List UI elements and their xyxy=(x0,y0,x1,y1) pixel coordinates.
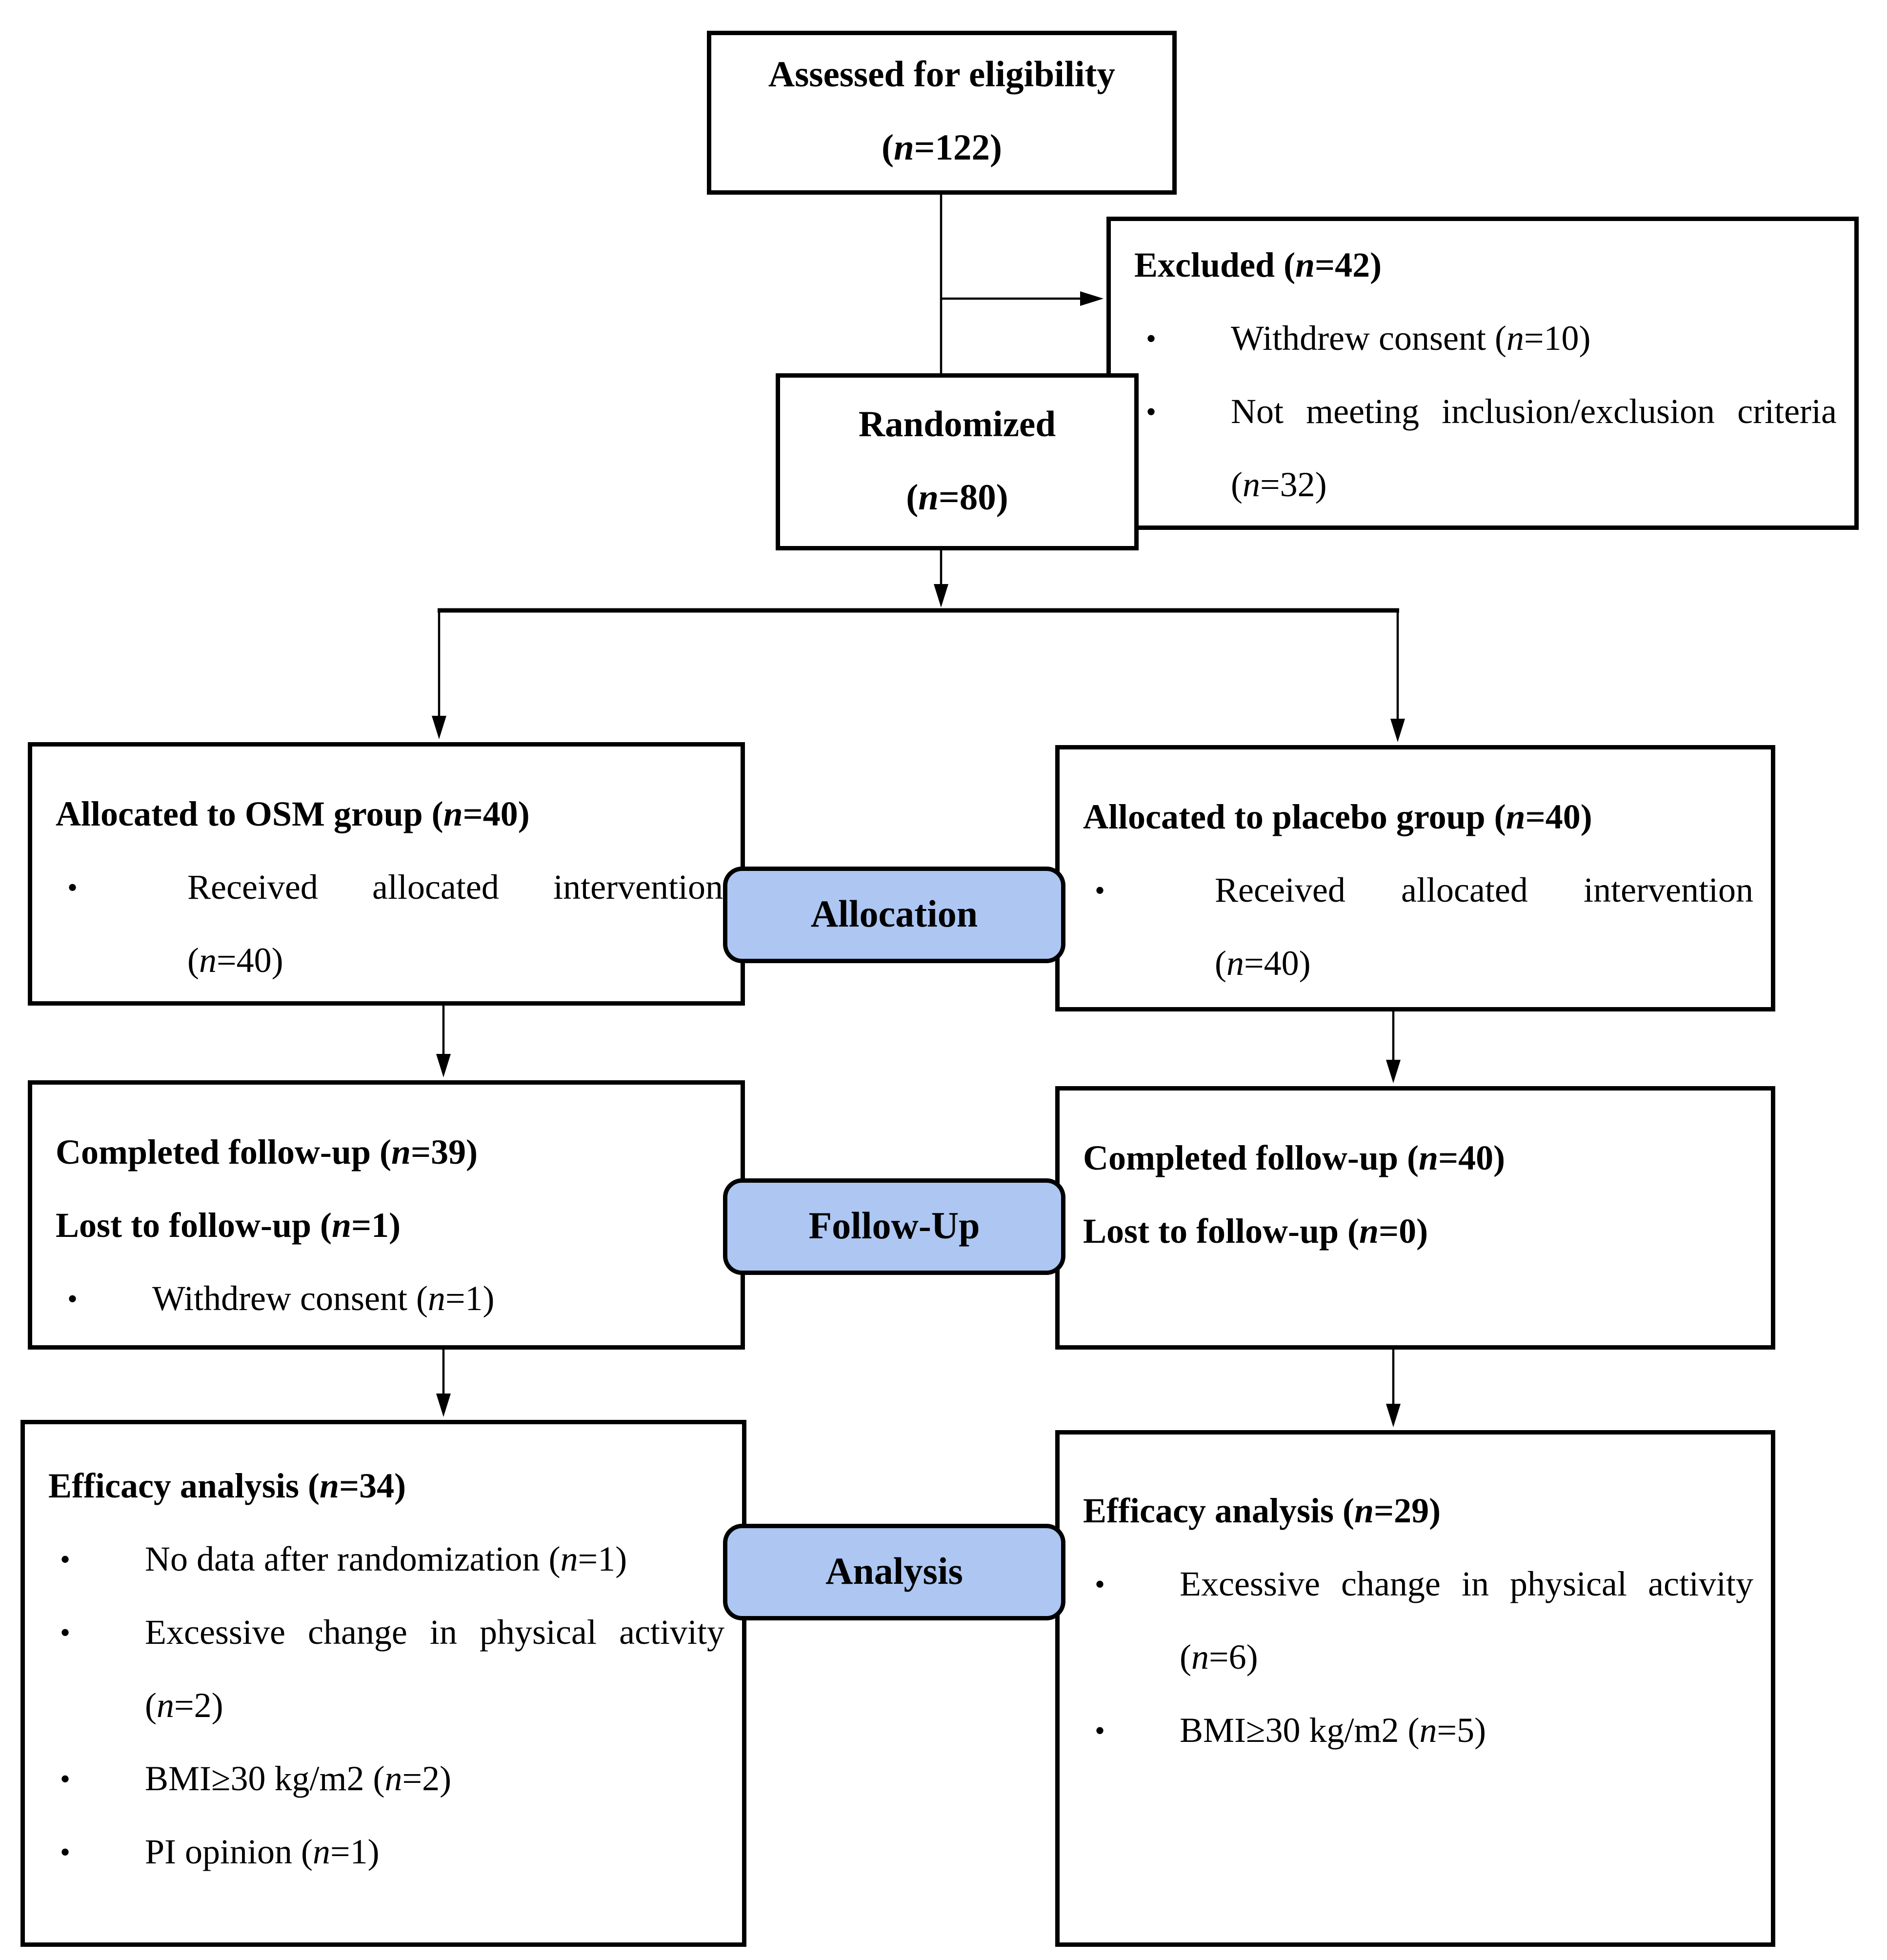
list-item: • Not meeting inclusion/exclusion cri­te… xyxy=(1134,376,1837,523)
assessed-line1: Assessed for eligibility xyxy=(768,56,1116,95)
analysis-badge-label: Analysis xyxy=(825,1550,963,1593)
fu-left-line2: Lost to follow-up (n=1) xyxy=(56,1208,401,1246)
stage-badge-analysis: Analysis xyxy=(723,1524,1065,1620)
box-analysis-placebo: Efficacy analysis (n=29) • Excessive cha… xyxy=(1055,1430,1775,1947)
list-item: • BMI≥30 kg/m2 (n=5) xyxy=(1083,1695,1753,1768)
bullet-icon: • xyxy=(60,1837,71,1869)
bullet-icon: • xyxy=(1146,397,1157,429)
alloc-right-bullet-1: Received allocated intervention (n=40) xyxy=(1215,872,1753,984)
excluded-header: Excluded (n=42) xyxy=(1134,247,1382,285)
alloc-left-bullet-1: Received allocated intervention (n=40) xyxy=(187,869,723,981)
arrowhead-fu-left xyxy=(436,1054,451,1077)
arrowhead-excluded xyxy=(1080,291,1104,306)
box-followup-placebo: Completed follow-up (n=40) Lost to follo… xyxy=(1055,1086,1775,1350)
an-left-header: Efficacy analysis (n=34) xyxy=(48,1468,406,1506)
fu-right-line2: Lost to follow-up (n=0) xyxy=(1083,1213,1428,1252)
stage-badge-followup: Follow-Up xyxy=(723,1178,1065,1275)
alloc-right-header: Allocated to placebo group (n=40) xyxy=(1083,799,1592,837)
randomized-count: (n=80) xyxy=(906,478,1008,518)
an-right-bullet-2: BMI≥30 kg/m2 (n=5) xyxy=(1180,1713,1486,1751)
list-item: • Withdrew consent (n=1) xyxy=(56,1263,723,1336)
bullet-icon: • xyxy=(60,1544,71,1576)
list-item: • Received allocated intervention (n=40) xyxy=(56,852,723,998)
box-assessed-for-eligibility: Assessed for eligibility (n=122) xyxy=(707,31,1177,195)
followup-badge-label: Follow-Up xyxy=(808,1205,980,1247)
an-left-bullet-1: No data after randomization (n=1) xyxy=(145,1541,627,1579)
bullet-icon: • xyxy=(67,872,78,905)
arrowhead-an-left xyxy=(436,1394,451,1417)
list-item: • Received allocated intervention (n=40) xyxy=(1083,855,1753,1001)
bullet-icon: • xyxy=(60,1764,71,1796)
excluded-bullet-2: Not meeting inclusion/exclusion cri­teri… xyxy=(1231,394,1837,505)
list-item: • Excessive change in physical activity … xyxy=(1083,1549,1753,1695)
arrowhead-junction xyxy=(934,584,948,607)
list-item: • Excessive change in physical activity … xyxy=(48,1597,724,1743)
box-analysis-osm: Efficacy analysis (n=34) • No data after… xyxy=(20,1420,746,1947)
assessed-count: (n=122) xyxy=(882,129,1002,168)
box-randomized: Randomized (n=80) xyxy=(776,373,1139,550)
allocation-badge-label: Allocation xyxy=(810,893,978,935)
list-item: • No data after randomization (n=1) xyxy=(48,1524,724,1597)
excluded-bullet-1: Withdrew consent (n=10) xyxy=(1231,321,1591,359)
fu-left-bullet-1: Withdrew consent (n=1) xyxy=(152,1281,495,1319)
an-right-header: Efficacy analysis (n=29) xyxy=(1083,1493,1441,1531)
bullet-icon: • xyxy=(1146,323,1157,356)
bullet-icon: • xyxy=(1095,875,1105,908)
fu-left-line1: Completed follow-up (n=39) xyxy=(56,1134,478,1172)
fu-right-line1: Completed follow-up (n=40) xyxy=(1083,1140,1506,1178)
arrowhead-alloc-left xyxy=(432,716,446,739)
list-item: • PI opinion (n=1) xyxy=(48,1817,724,1890)
arrowhead-fu-right xyxy=(1386,1060,1401,1083)
box-followup-osm: Completed follow-up (n=39) Lost to follo… xyxy=(28,1080,745,1350)
box-allocated-osm: Allocated to OSM group (n=40) • Received… xyxy=(28,742,745,1006)
bullet-icon: • xyxy=(1095,1569,1105,1601)
list-item: • Withdrew consent (n=10) xyxy=(1134,303,1837,376)
bullet-icon: • xyxy=(1095,1716,1105,1748)
box-excluded: Excluded (n=42) • Withdrew consent (n=10… xyxy=(1106,217,1859,530)
bullet-icon: • xyxy=(60,1617,71,1650)
an-left-bullet-4: PI opinion (n=1) xyxy=(145,1834,380,1872)
box-allocated-placebo: Allocated to placebo group (n=40) • Rece… xyxy=(1055,745,1775,1011)
arrowhead-alloc-right xyxy=(1390,719,1405,742)
bullet-icon: • xyxy=(67,1284,78,1316)
an-left-bullet-3: BMI≥30 kg/m2 (n=2) xyxy=(145,1761,452,1799)
stage-badge-allocation: Allocation xyxy=(723,867,1065,963)
an-right-bullet-1: Excessive change in physical activity (n… xyxy=(1180,1566,1753,1677)
alloc-left-header: Allocated to OSM group (n=40) xyxy=(56,796,530,834)
randomized-line1: Randomized xyxy=(858,404,1056,445)
an-left-bullet-2: Excessive change in physical activity (n… xyxy=(145,1615,724,1726)
arrowhead-an-right xyxy=(1386,1404,1401,1427)
list-item: • BMI≥30 kg/m2 (n=2) xyxy=(48,1743,724,1817)
